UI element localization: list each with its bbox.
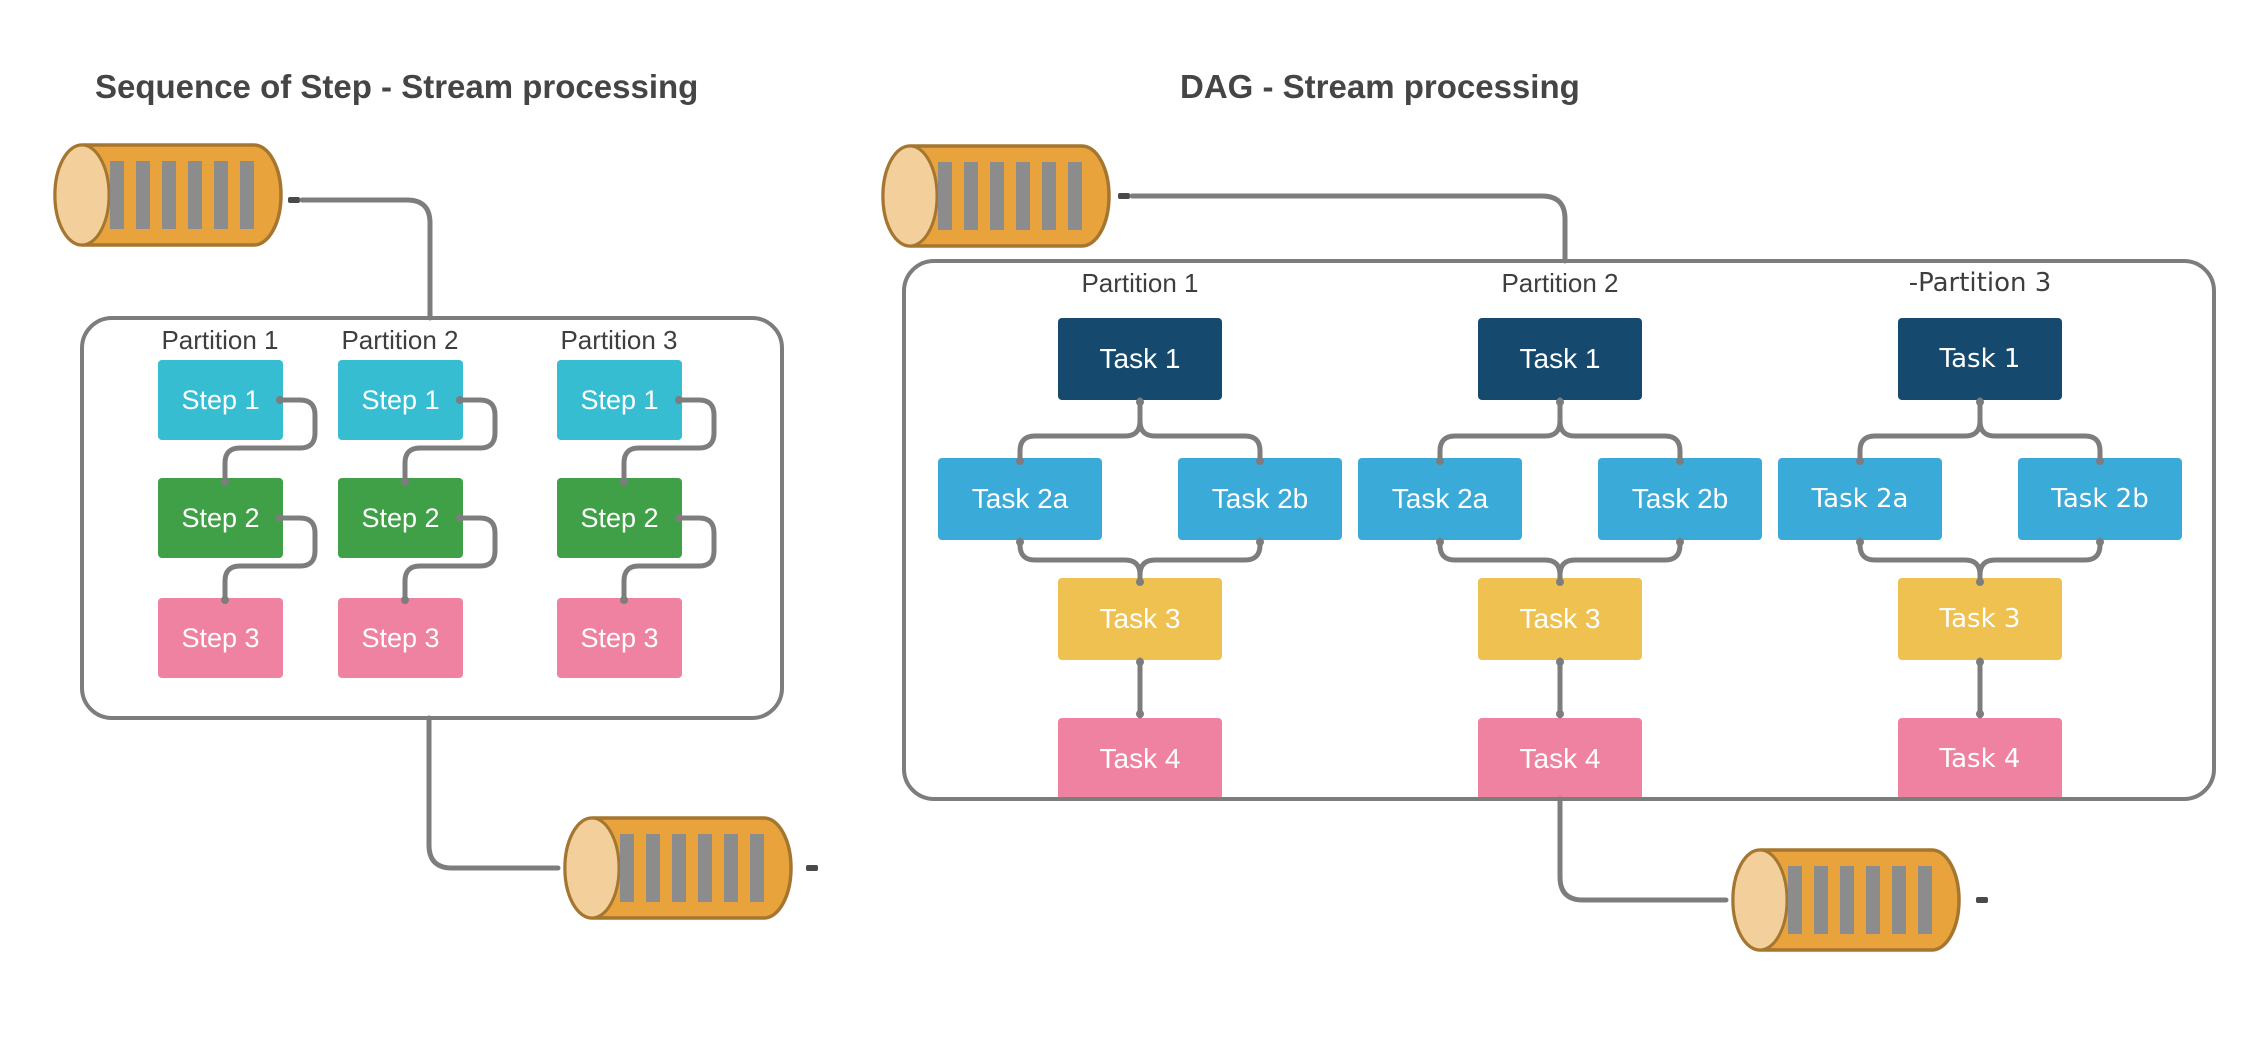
task-box: Task 3 (1898, 578, 2062, 660)
queue-icon (881, 144, 1111, 248)
task1-split-connector (1017, 397, 1143, 463)
task-box: Task 4 (1058, 718, 1222, 800)
task1-split-connector (1437, 397, 1563, 463)
queue-icon (563, 816, 793, 920)
step-box: Step 1 (158, 360, 283, 440)
task2-merge-connector (1437, 537, 1563, 584)
queue-to-box-connector (1129, 193, 1568, 264)
step-box: Step 1 (338, 360, 463, 440)
task-box: Task 2b (2018, 458, 2182, 540)
queue-stub-dash (806, 865, 818, 871)
step-box: Step 2 (158, 478, 283, 558)
queue-icon (1731, 848, 1961, 952)
partition-label: -Partition 3 (1908, 268, 2052, 298)
task-box: Task 2a (1358, 458, 1522, 540)
queue-stub-dash (1976, 897, 1988, 903)
task-box: Task 2a (1778, 458, 1942, 540)
task-box: Task 1 (1898, 318, 2062, 400)
task-box: Task 3 (1478, 578, 1642, 660)
task2-merge-connector (1857, 537, 1983, 584)
step-box: Step 2 (338, 478, 463, 558)
step-box: Step 3 (557, 598, 682, 678)
queue-stub-dash (288, 197, 300, 203)
queue-to-box-connector (299, 197, 433, 321)
queue-icon (53, 143, 283, 247)
task1-split-connector (1857, 397, 1983, 463)
task2-merge-connector (1557, 537, 1683, 584)
queue-stub-dash (1118, 193, 1130, 199)
right-diagram-title: DAG - Stream processing (1180, 68, 1580, 105)
step-box: Step 3 (158, 598, 283, 678)
partition-label: Partition 3 (560, 325, 678, 355)
task2-merge-connector (1137, 537, 1263, 584)
task1-split-connector (1137, 397, 1263, 463)
task-box: Task 1 (1058, 318, 1222, 400)
task1-split-connector (1557, 397, 1683, 463)
task-box: Task 2a (938, 458, 1102, 540)
step-box: Step 3 (338, 598, 463, 678)
task-box: Task 3 (1058, 578, 1222, 660)
partition-label: Partition 2 (1501, 268, 1619, 298)
task1-split-connector (1977, 397, 2103, 463)
task-box: Task 1 (1478, 318, 1642, 400)
box-to-queue-connector (426, 715, 561, 871)
task-box: Task 4 (1478, 718, 1642, 800)
box-to-queue-connector (1557, 796, 1729, 903)
partition-label: Partition 1 (1081, 268, 1199, 298)
task-box: Task 2b (1178, 458, 1342, 540)
task-box: Task 4 (1898, 718, 2062, 800)
task2-merge-connector (1017, 537, 1143, 584)
step-box: Step 1 (557, 360, 682, 440)
left-diagram-title: Sequence of Step - Stream processing (95, 68, 699, 105)
step-box: Step 2 (557, 478, 682, 558)
task-box: Task 2b (1598, 458, 1762, 540)
partition-label: Partition 2 (341, 325, 459, 355)
task2-merge-connector (1977, 537, 2103, 584)
